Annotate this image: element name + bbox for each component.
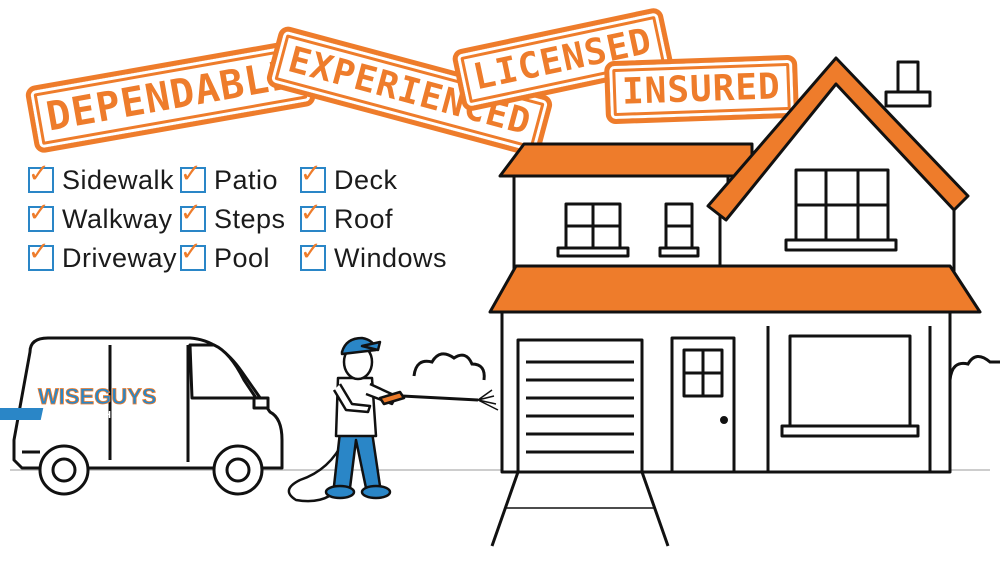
svg-text:PRO-WASH: PRO-WASH xyxy=(56,410,111,421)
checkbox-icon: ✓ xyxy=(180,161,206,193)
check-label: Sidewalk xyxy=(62,164,175,195)
worker-illustration xyxy=(287,336,499,503)
checkbox-icon: ✓ xyxy=(300,200,326,232)
checkbox-icon: ✓ xyxy=(180,239,206,271)
checkbox-icon: ✓ xyxy=(28,161,54,193)
check-item: ✓ Pool xyxy=(180,239,271,276)
check-label: Windows xyxy=(334,242,448,273)
check-item: ✓ Windows xyxy=(300,239,448,276)
van-illustration xyxy=(12,336,284,496)
check-label: Patio xyxy=(214,164,279,195)
check-item: ✓ Roof xyxy=(300,200,394,237)
check-label: Deck xyxy=(334,164,398,195)
check-label: Driveway xyxy=(62,242,178,273)
check-item: ✓ Patio xyxy=(180,161,279,198)
check-item: ✓ Driveway xyxy=(28,239,178,276)
check-item: ✓ Sidewalk xyxy=(28,161,175,198)
check-label: Steps xyxy=(214,203,286,234)
check-label: Walkway xyxy=(62,203,173,234)
checkbox-icon: ✓ xyxy=(180,200,206,232)
bush-right xyxy=(948,355,1000,381)
check-label: Pool xyxy=(214,242,271,273)
bush-left xyxy=(412,352,486,381)
wiseguys-logo: WISEGUYS PRO-WASH xyxy=(0,384,157,421)
checkbox-icon: ✓ xyxy=(28,239,54,271)
check-item: ✓ Deck xyxy=(300,161,398,198)
check-item: ✓ Walkway xyxy=(28,200,173,237)
checkbox-icon: ✓ xyxy=(300,161,326,193)
check-item: ✓ Steps xyxy=(180,200,286,237)
check-label: Roof xyxy=(334,203,394,234)
checkbox-icon: ✓ xyxy=(28,200,54,232)
checkbox-icon: ✓ xyxy=(300,239,326,271)
house-illustration xyxy=(488,56,982,547)
svg-text:WISEGUYS: WISEGUYS xyxy=(38,384,157,409)
